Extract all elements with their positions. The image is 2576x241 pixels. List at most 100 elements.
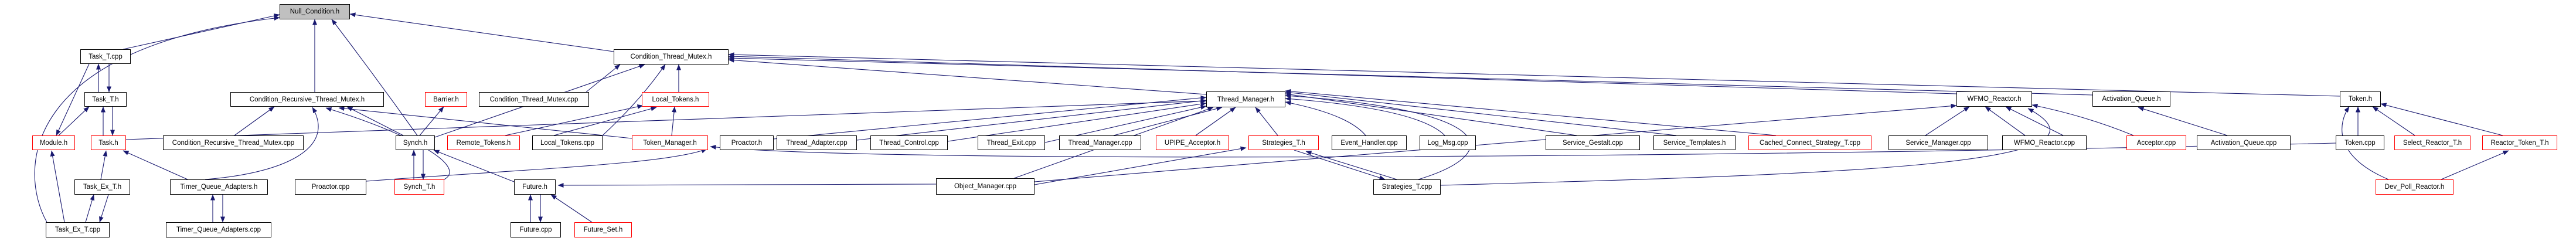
graph-node-reactor-token-t-h[interactable]: Reactor_Token_T.h xyxy=(2482,135,2557,150)
graph-node-thread-control-cpp[interactable]: Thread_Control.cpp xyxy=(870,135,948,150)
graph-node-service-gestalt-cpp[interactable]: Service_Gestalt.cpp xyxy=(1546,135,1640,150)
edge-task-ex-t-cpp-to-task-ex-t-h xyxy=(85,194,95,223)
edge-proactor-cpp-to-token-manager-h xyxy=(366,148,707,182)
graph-node-event-handler-cpp[interactable]: Event_Handler.cpp xyxy=(1332,135,1407,150)
graph-node-service-manager-cpp[interactable]: Service_Manager.cpp xyxy=(1888,135,1988,150)
graph-node-synch-h[interactable]: Synch.h xyxy=(396,135,435,150)
edge-dev-poll-reactor-h-to-reactor-token-t-h xyxy=(2441,150,2509,180)
edge-object-manager-cpp-to-future-h xyxy=(557,182,937,188)
graph-node-null-condition-h[interactable]: Null_Condition.h xyxy=(280,4,350,19)
graph-node-synch-t-h[interactable]: Synch_T.h xyxy=(394,179,444,195)
graph-node-upipe-acceptor-h[interactable]: UPIPE_Acceptor.h xyxy=(1156,135,1229,150)
graph-node-timer-queue-adapters-h[interactable]: Timer_Queue_Adapters.h xyxy=(170,179,268,195)
graph-node-token-manager-h[interactable]: Token_Manager.h xyxy=(632,135,708,150)
edge-local-tokens-cpp-to-local-tokens-h xyxy=(553,106,657,136)
edge-select-reactor-t-h-to-token-h xyxy=(2372,106,2415,136)
edge-task-ex-t-cpp-to-null-condition-h xyxy=(34,16,280,223)
graph-node-condition-thread-mutex-cpp[interactable]: Condition_Thread_Mutex.cpp xyxy=(479,92,589,107)
edge-activation-queue-cpp-to-activation-queue-h xyxy=(2138,107,2228,136)
edge-reactor-token-t-h-to-token-h xyxy=(2380,103,2503,136)
graph-node-proactor-cpp[interactable]: Proactor.cpp xyxy=(295,179,366,195)
graph-node-condition-recursive-thread-mutex-h[interactable]: Condition_Recursive_Thread_Mutex.h xyxy=(230,92,384,107)
edge-strategies-t-h-to-strategies-t-cpp xyxy=(1294,150,1386,180)
edge-module-h-to-task-t-h xyxy=(58,106,90,136)
edge-local-tokens-cpp-to-condition-thread-mutex-h xyxy=(602,64,666,136)
graph-node-task-ex-t-cpp[interactable]: Task_Ex_T.cpp xyxy=(46,222,110,237)
edge-condition-thread-mutex-cpp-to-condition-thread-mutex-h xyxy=(586,64,621,93)
edge-upipe-acceptor-h-to-thread-manager-h xyxy=(1195,107,1236,136)
edge-strategies-t-h-to-thread-manager-h xyxy=(1255,107,1278,136)
edge-future-h-to-synch-h xyxy=(433,150,515,182)
edge-event-handler-cpp-to-thread-manager-h xyxy=(1285,100,1366,136)
edge-task-t-cpp-to-module-h xyxy=(56,63,90,136)
graph-node-service-templates-h[interactable]: Service_Templates.h xyxy=(1653,135,1736,150)
edge-task-ex-t-cpp-to-module-h xyxy=(50,150,65,223)
graph-node-condition-thread-mutex-h[interactable]: Condition_Thread_Mutex.h xyxy=(614,49,729,65)
edge-acceptor-cpp-to-wfmo-reactor-h xyxy=(2031,103,2134,136)
edge-service-gestalt-cpp-to-thread-manager-h xyxy=(1285,92,1577,136)
graph-node-task-t-cpp[interactable]: Task_T.cpp xyxy=(80,49,131,64)
edge-token-manager-h-to-local-tokens-h xyxy=(671,106,677,136)
graph-node-timer-queue-adapters-cpp[interactable]: Timer_Queue_Adapters.cpp xyxy=(166,222,271,237)
graph-node-proactor-h[interactable]: Proactor.h xyxy=(720,135,774,150)
graph-node-condition-recursive-thread-mutex-cpp[interactable]: Condition_Recursive_Thread_Mutex.cpp xyxy=(163,135,304,150)
edge-synch-h-to-null-condition-h xyxy=(331,19,418,136)
graph-node-barrier-h[interactable]: Barrier.h xyxy=(425,92,467,107)
edge-future-set-h-to-future-h xyxy=(550,194,593,223)
graph-node-remote-tokens-h[interactable]: Remote_Tokens.h xyxy=(447,135,520,150)
graph-node-token-h[interactable]: Token.h xyxy=(2340,91,2381,107)
edge-service-manager-cpp-to-wfmo-reactor-h xyxy=(1925,106,1970,136)
graph-node-thread-manager-cpp[interactable]: Thread_Manager.cpp xyxy=(1059,135,1141,150)
graph-node-thread-exit-cpp[interactable]: Thread_Exit.cpp xyxy=(978,135,1045,150)
edge-object-manager-cpp-to-wfmo-reactor-h xyxy=(1034,103,1957,182)
edge-thread-manager-h-to-condition-thread-mutex-h xyxy=(728,57,1207,95)
graph-node-strategies-t-h[interactable]: Strategies_T.h xyxy=(1248,135,1319,150)
edge-thread-adapter-cpp-to-thread-manager-h xyxy=(856,99,1207,141)
edge-condition-thread-mutex-h-to-null-condition-h xyxy=(349,12,614,52)
graph-node-dev-poll-reactor-h[interactable]: Dev_Poll_Reactor.h xyxy=(2376,179,2454,195)
edge-cached-connect-strategy-t-cpp-to-thread-manager-h xyxy=(1285,89,1777,136)
edge-remote-tokens-h-to-local-tokens-h xyxy=(505,104,644,136)
graph-node-local-tokens-h[interactable]: Local_Tokens.h xyxy=(642,92,709,107)
graph-node-task-ex-t-h[interactable]: Task_Ex_T.h xyxy=(74,179,130,195)
graph-node-task-t-h[interactable]: Task_T.h xyxy=(84,92,127,107)
graph-node-activation-queue-h[interactable]: Activation_Queue.h xyxy=(2092,91,2170,107)
graph-node-future-cpp[interactable]: Future.cpp xyxy=(511,222,561,237)
graph-node-future-h[interactable]: Future.h xyxy=(514,179,556,195)
edge-object-manager-cpp-to-strategies-t-h xyxy=(1034,146,1247,185)
graph-node-module-h[interactable]: Module.h xyxy=(32,135,75,150)
graph-node-cached-connect-strategy-t-cpp[interactable]: Cached_Connect_Strategy_T.cpp xyxy=(1748,135,1871,150)
graph-node-activation-queue-cpp[interactable]: Activation_Queue.cpp xyxy=(2197,135,2291,150)
edge-wfmo-reactor-cpp-to-wfmo-reactor-h xyxy=(1985,106,2026,136)
edge-task-t-cpp-to-null-condition-h xyxy=(122,13,280,50)
graph-node-object-manager-cpp[interactable]: Object_Manager.cpp xyxy=(936,178,1035,195)
graph-node-wfmo-reactor-cpp[interactable]: WFMO_Reactor.cpp xyxy=(2002,135,2087,150)
edge-proactor-h-to-thread-manager-h xyxy=(773,95,1207,140)
edge-synch-h-to-condition-recursive-thread-mutex-h xyxy=(346,106,404,136)
graph-node-select-reactor-t-h[interactable]: Select_Reactor_T.h xyxy=(2394,135,2470,150)
edge-wfmo-reactor-cpp-to-wfmo-reactor-h xyxy=(2005,106,2064,136)
graph-node-local-tokens-cpp[interactable]: Local_Tokens.cpp xyxy=(532,135,603,150)
edge-activation-queue-h-to-condition-thread-mutex-h xyxy=(728,56,2093,96)
edge-strategies-t-cpp-to-thread-manager-h xyxy=(1285,93,1471,180)
graph-node-token-cpp[interactable]: Token.cpp xyxy=(2336,135,2384,150)
graph-node-wfmo-reactor-h[interactable]: WFMO_Reactor.h xyxy=(1956,91,2032,107)
edge-thread-control-cpp-to-thread-manager-h xyxy=(947,101,1207,142)
edge-task-ex-t-h-to-task-ex-t-cpp xyxy=(99,194,109,223)
edge-timer-queue-adapters-h-to-task-h xyxy=(122,150,188,180)
graph-node-task-h[interactable]: Task.h xyxy=(91,135,126,150)
graph-node-thread-manager-h[interactable]: Thread_Manager.h xyxy=(1206,91,1285,107)
edge-timer-queue-adapters-h-to-condition-recursive-thread-mutex-h xyxy=(205,107,319,180)
edge-task-h-to-thread-manager-h xyxy=(125,99,1207,140)
edge-token-cpp-to-token-manager-h xyxy=(710,142,2336,158)
graph-node-log-msg-cpp[interactable]: Log_Msg.cpp xyxy=(1420,135,1476,150)
edge-token-h-to-condition-thread-mutex-h xyxy=(728,52,2340,97)
edge-synch-h-to-barrier-h xyxy=(419,106,444,136)
graph-node-strategies-t-cpp[interactable]: Strategies_T.cpp xyxy=(1373,179,1441,195)
graph-node-acceptor-cpp[interactable]: Acceptor.cpp xyxy=(2126,135,2186,150)
graph-node-future-set-h[interactable]: Future_Set.h xyxy=(574,222,632,237)
graph-node-thread-adapter-cpp[interactable]: Thread_Adapter.cpp xyxy=(777,135,857,150)
edge-strategies-t-cpp-to-wfmo-reactor-h xyxy=(1440,108,2050,186)
